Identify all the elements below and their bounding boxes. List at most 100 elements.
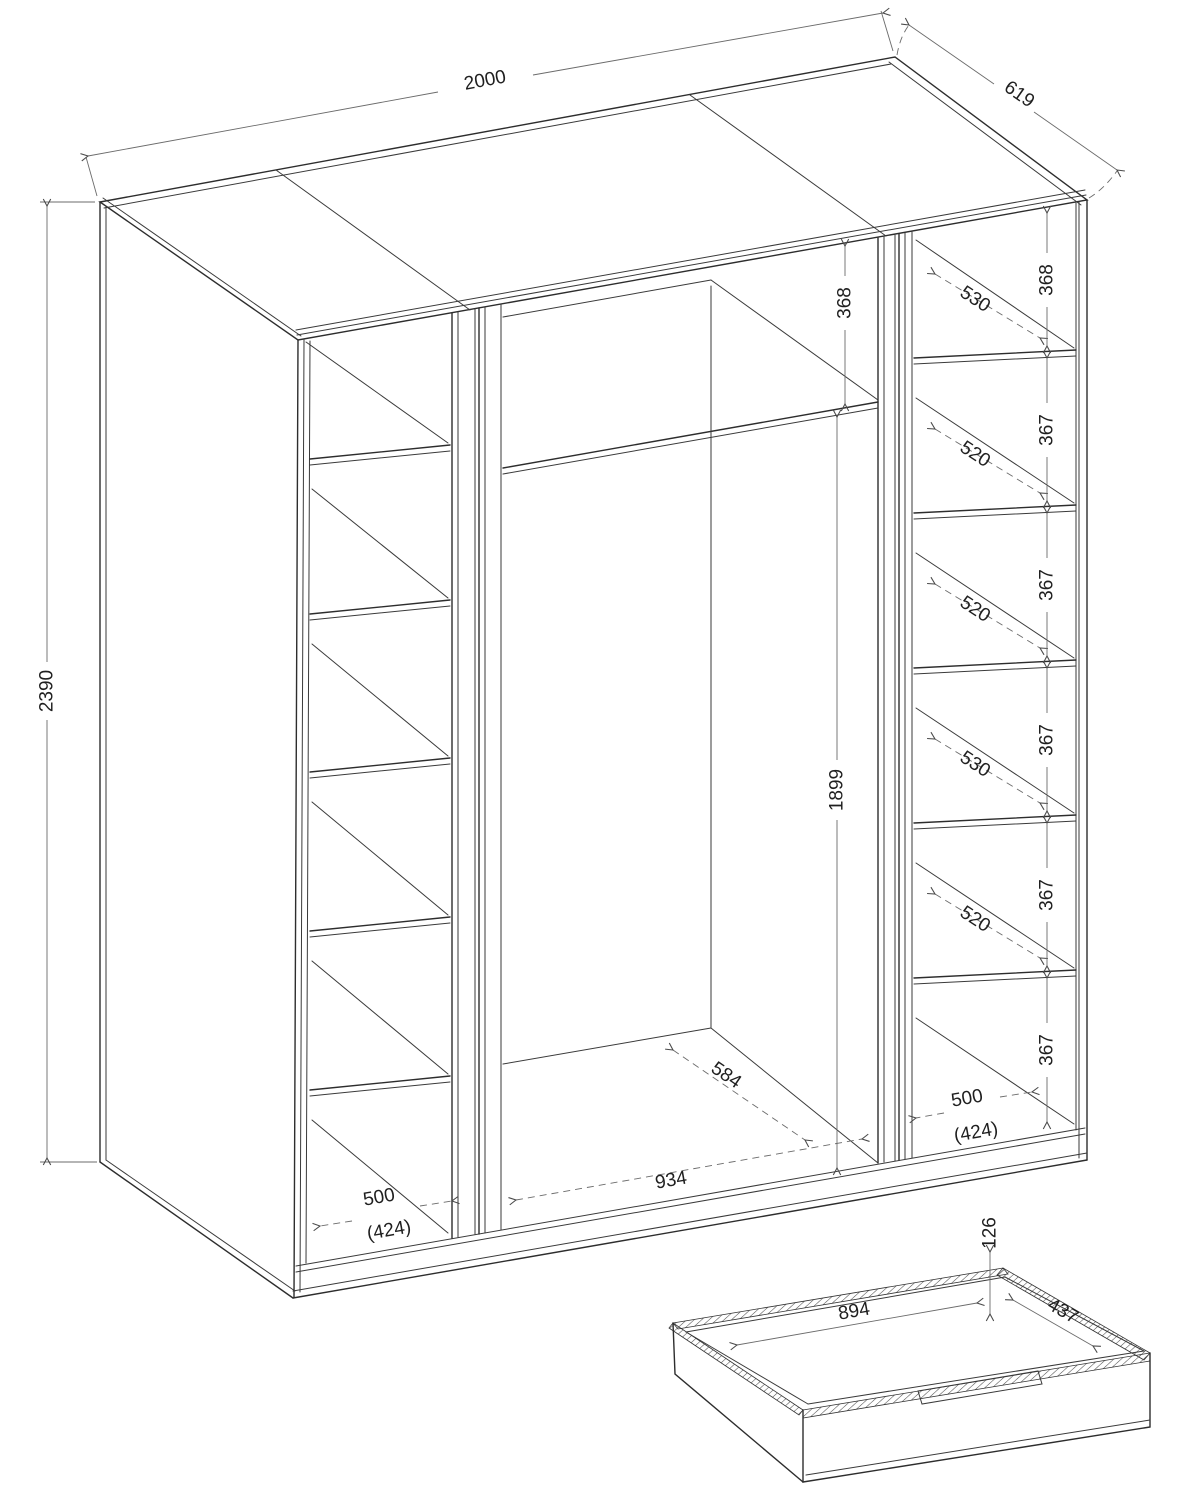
right-shelf-column: 530 520 520 530 520 368 367 367 367 367 … (908, 213, 1077, 1147)
shelf-depth-label: 530 (956, 282, 994, 317)
shelf-depth-arrow (927, 731, 1048, 811)
overall-height-label: 2390 (37, 670, 58, 712)
shelf-depth-arrow (927, 421, 1048, 501)
left-front-edge-inner (299, 339, 305, 1293)
left-bottom-width-label: 500 (362, 1184, 397, 1210)
left-bottom-edge-inner (105, 1159, 296, 1292)
depth-dim-line (909, 25, 1117, 170)
right-compartment-diagonal (915, 397, 1075, 504)
right-width-leader (999, 1086, 1040, 1098)
left-shelf-front (309, 757, 451, 773)
shelf-depth-label: 520 (956, 902, 994, 937)
drawer-height-label: 126 (980, 1217, 1001, 1249)
top-panel-seam-right (689, 94, 887, 237)
middle-floor-side-edge (710, 1027, 879, 1164)
left-floor-diagonal (311, 1119, 449, 1234)
drawer-left-edge-band (668, 1322, 804, 1416)
top-right-edge-inner (888, 61, 1082, 206)
left-width-leader (419, 1195, 460, 1207)
drawer-handle-cutout (917, 1370, 1043, 1405)
compartment-height-label: 367 (1037, 724, 1058, 756)
left-width-leader (312, 1220, 353, 1232)
hanging-height-label: 1899 (827, 769, 848, 811)
overall-depth-label: 619 (1000, 77, 1038, 112)
middle-top-shelf-front (502, 401, 879, 469)
drawer-inner-front (807, 1350, 1145, 1405)
compartment-height-label: 367 (1037, 1034, 1058, 1066)
drawer-front-edge-band (802, 1352, 1151, 1419)
right-compartment-diagonal (915, 862, 1075, 969)
middle-top-shelf-front-inner (502, 407, 879, 475)
depth-hook-top (896, 24, 910, 56)
floor-width-label: 934 (654, 1167, 689, 1193)
drawer-inner-left (685, 1331, 809, 1405)
shelf-depth-arrow (927, 266, 1048, 346)
width-ext-left (85, 156, 98, 197)
left-shelf-front (309, 916, 451, 932)
left-bottom-width-secondary-label: (424) (365, 1216, 412, 1244)
left-compartment-diagonal (311, 643, 449, 757)
drawer: 894 437 126 (668, 1217, 1151, 1483)
left-shelf-front-inner (309, 763, 451, 779)
overall-dimensions: 2000 619 2390 (37, 11, 1118, 1162)
top-front-edge-inner2 (295, 189, 1086, 331)
shelf-depth-label: 520 (956, 437, 994, 472)
left-compartment-diagonal (311, 488, 449, 599)
left-shelf-front-inner (309, 450, 451, 466)
left-shelf-front (309, 599, 451, 615)
shelf-depth-arrow (927, 886, 1048, 966)
left-bottom-edge (99, 1161, 294, 1299)
shelf-depth-label: 520 (956, 592, 994, 627)
drawer-front-bottom-inner (805, 1419, 1151, 1476)
right-width-leader (908, 1112, 945, 1124)
drawer-depth-arrow (1005, 1293, 1101, 1353)
compartment-height-label: 367 (1037, 879, 1058, 911)
shelf-depth-arrow (927, 576, 1048, 656)
left-shelf-front (309, 1075, 451, 1091)
floor-depth-arrow (665, 1042, 813, 1148)
width-dim-line (88, 13, 883, 156)
middle-section: 368 1899 584 934 (502, 246, 879, 1206)
left-shelf-front-inner (309, 922, 451, 938)
compartment-height-label: 367 (1037, 414, 1058, 446)
left-compartment-diagonal (311, 960, 449, 1075)
top-front-edge-inner1 (296, 194, 1087, 336)
width-ext-right (880, 10, 894, 52)
left-shelf-front-inner (309, 605, 451, 621)
left-front-edge (293, 339, 299, 1298)
left-wall-inner-face (305, 340, 311, 1264)
right-bottom-width-secondary-label: (424) (952, 1118, 999, 1146)
drawer-width-label: 894 (837, 1298, 872, 1324)
floor-width-arrow (508, 1133, 870, 1206)
middle-shelf-back-edge (502, 279, 712, 318)
floor-depth-label: 584 (707, 1058, 745, 1093)
divider-left (451, 303, 502, 1239)
shelf-depth-label: 530 (956, 747, 994, 782)
depth-hook-bottom (1088, 170, 1118, 199)
overall-width-label: 2000 (462, 66, 507, 94)
left-shelf-front-inner (309, 1081, 451, 1097)
top-left-edge-inner (102, 197, 302, 337)
floor-front-edge-inner (295, 1133, 1086, 1273)
right-floor-diagonal (915, 1017, 1075, 1125)
middle-top-gap-label: 368 (835, 287, 856, 319)
drawer-front-outline (802, 1352, 1151, 1483)
right-bottom-width-label: 500 (950, 1085, 985, 1111)
left-shelf-column: 500 (424) (305, 341, 460, 1245)
compartment-height-label: 368 (1037, 264, 1058, 296)
divider-right (877, 231, 913, 1164)
top-panel-seam-left (275, 169, 471, 311)
bottom-front-edge (292, 1159, 1088, 1299)
drawer-width-arrow (729, 1297, 985, 1351)
left-shelf-front (309, 444, 451, 460)
drawer-left-outline (672, 1322, 804, 1483)
left-compartment-diagonal (311, 801, 449, 916)
compartment-height-label: 367 (1037, 569, 1058, 601)
right-compartment-diagonal (915, 707, 1075, 814)
floor-front-edge (295, 1127, 1086, 1267)
bottom-front-edge-inner (292, 1152, 1088, 1292)
cabinet-carcass (98, 56, 1089, 1299)
left-compartment-diagonal (305, 341, 449, 444)
